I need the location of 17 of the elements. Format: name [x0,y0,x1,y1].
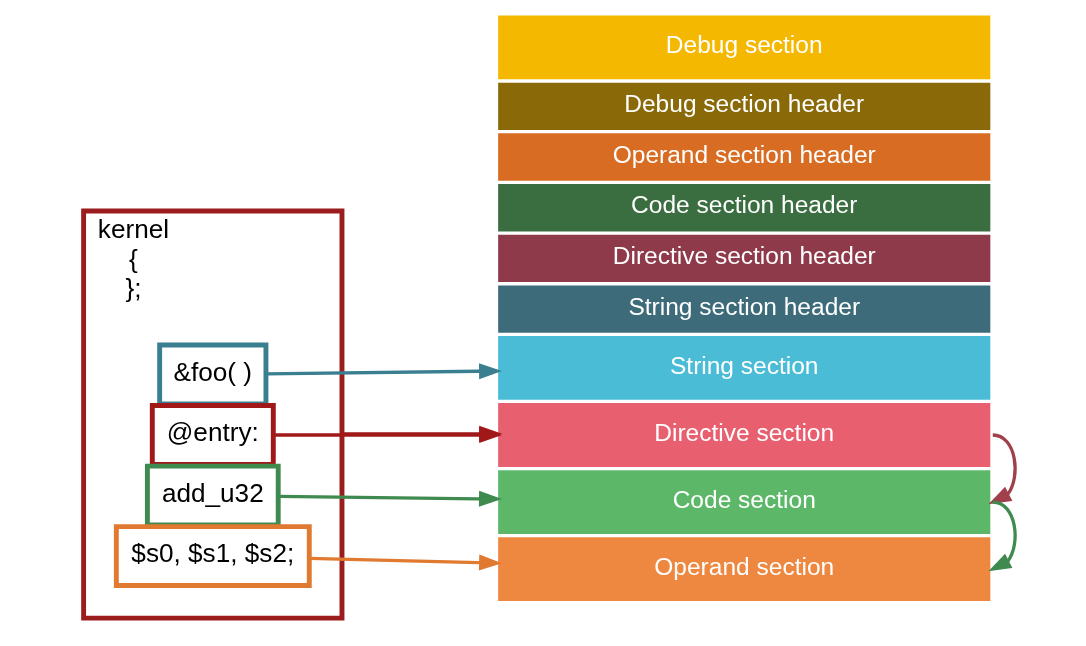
arrow [266,363,502,380]
node-box: Directive section header [496,233,992,284]
node-box: Operand section header [496,131,992,183]
node-box: String section header [496,283,992,335]
node-box: Debug section [496,13,992,81]
node-box: Debug section header [496,81,992,132]
node-box: @entry: [149,403,276,467]
node-box: Code section [496,468,992,536]
node-box: String section [496,334,992,402]
node-box: Code section header [496,182,992,234]
node-box: $s0, $s1, $s2; [113,524,312,588]
node-box: Operand section [496,535,992,603]
arrow [988,433,1017,505]
arrow [278,490,502,507]
arrow [309,554,502,571]
arrow [988,500,1017,572]
node-box: Directive section [496,401,992,469]
